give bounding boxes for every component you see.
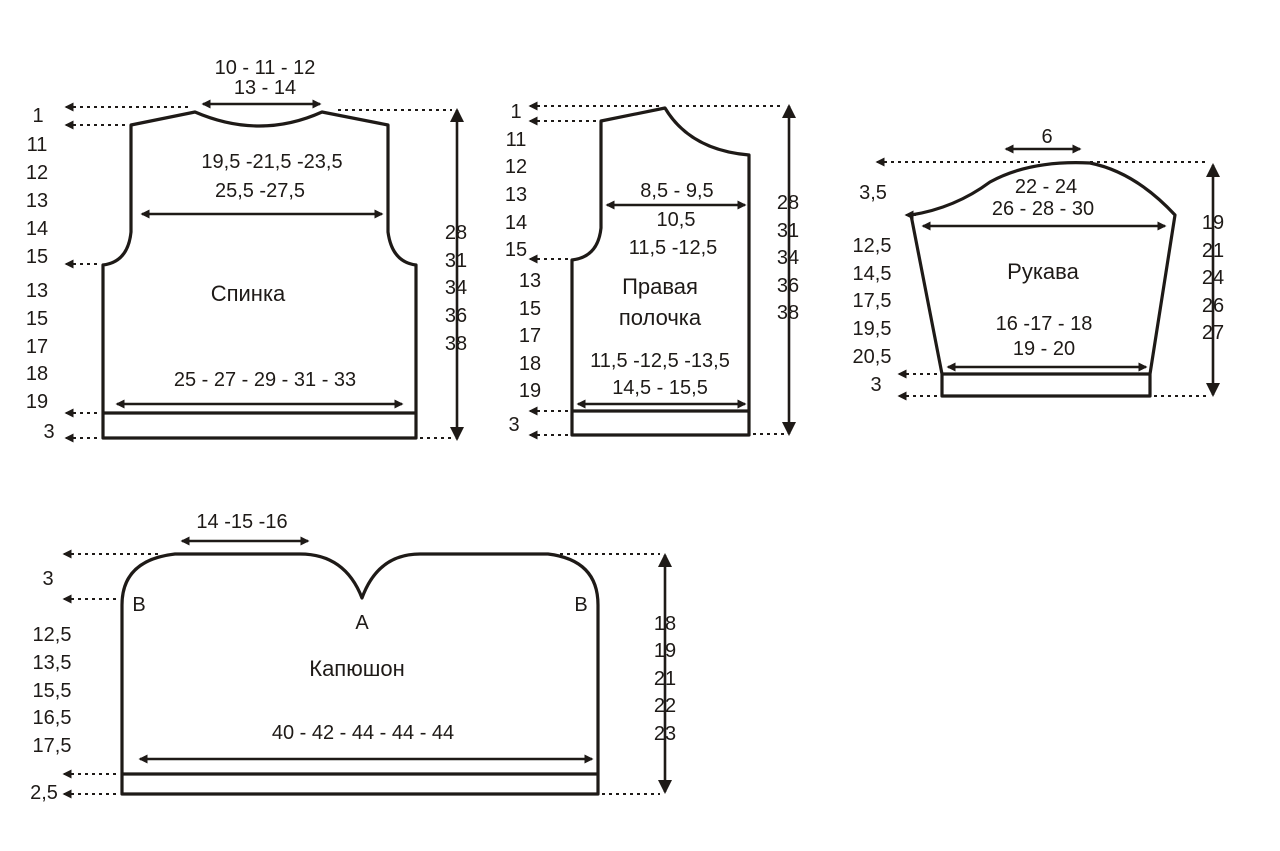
sleeve-lower-label-2: 19 - 20: [1013, 338, 1075, 360]
front-left-height-4: 13: [505, 184, 527, 206]
front-left-height-10: 18: [519, 353, 541, 375]
back-left-height-6: 15: [26, 246, 48, 268]
back-left-height-3: 12: [26, 162, 48, 184]
sleeve-top-label: 6: [1041, 126, 1052, 148]
hood-left-height-2: 12,5: [33, 624, 72, 646]
hood-left-height-1: 3: [42, 568, 53, 590]
hood-left-height-5: 16,5: [33, 707, 72, 729]
hood-outline: [120, 552, 600, 796]
back-total-height-3: 34: [445, 277, 467, 299]
sleeve-outline: [909, 161, 1177, 398]
sleeve-total-height-3: 24: [1202, 267, 1224, 289]
front-total-height-2: 31: [777, 220, 799, 242]
sleeve-left-height-7: 3: [870, 374, 881, 396]
hood-left-height-4: 15,5: [33, 680, 72, 702]
sleeve-left-height-4: 17,5: [853, 290, 892, 312]
hood-left-height-3: 13,5: [33, 652, 72, 674]
front-title-line-1: Правая: [622, 274, 698, 299]
hood-piece: 14 -15 -16 В А В Капюшон 40 - 42 - 44 - …: [30, 511, 676, 804]
front-piece: 8,5 - 9,5 10,5 11,5 -12,5 Правая полочка…: [505, 101, 799, 440]
sleeve-left-height-5: 19,5: [853, 318, 892, 340]
hood-total-height-1: 18: [654, 613, 676, 635]
front-left-height-7: 13: [519, 270, 541, 292]
sleeve-total-height-5: 27: [1202, 322, 1224, 344]
sleeve-left-height-6: 20,5: [853, 346, 892, 368]
hood-total-height-5: 23: [654, 723, 676, 745]
back-left-height-10: 18: [26, 363, 48, 385]
back-bottom-label: 25 - 27 - 29 - 31 - 33: [174, 369, 356, 391]
sleeve-left-height-1: 3,5: [859, 182, 887, 204]
hood-point-b-right: В: [574, 594, 587, 616]
sleeve-left-height-3: 14,5: [853, 263, 892, 285]
hood-total-height-4: 22: [654, 695, 676, 717]
sleeve-left-height-2: 12,5: [853, 235, 892, 257]
front-left-height-11: 19: [519, 380, 541, 402]
sleeve-upper-label-2: 26 - 28 - 30: [992, 198, 1094, 220]
front-total-height-5: 38: [777, 302, 799, 324]
back-total-height-1: 28: [445, 222, 467, 244]
front-chest-label-2: 10,5: [657, 209, 696, 231]
hood-total-height-3: 21: [654, 668, 676, 690]
front-left-height-3: 12: [505, 156, 527, 178]
back-left-height-5: 14: [26, 218, 48, 240]
front-total-height-1: 28: [777, 192, 799, 214]
back-left-height-9: 17: [26, 336, 48, 358]
sleeve-total-height-4: 26: [1202, 295, 1224, 317]
back-left-height-2: 11: [27, 134, 48, 156]
front-left-height-12: 3: [508, 414, 519, 436]
front-bottom-label-1: 11,5 -12,5 -13,5: [590, 350, 730, 372]
back-left-height-1: 1: [32, 105, 43, 127]
back-chest-label-2: 25,5 -27,5: [215, 180, 305, 202]
back-total-height-4: 36: [445, 305, 467, 327]
front-chest-label-1: 8,5 - 9,5: [640, 180, 713, 202]
back-left-height-12: 3: [43, 421, 54, 443]
back-left-height-8: 15: [26, 308, 48, 330]
back-chest-label-1: 19,5 -21,5 -23,5: [201, 151, 342, 173]
back-neck-label-1: 10 - 11 - 12: [215, 57, 316, 79]
hood-title: Капюшон: [309, 656, 405, 681]
front-left-height-2: 11: [506, 129, 527, 151]
front-left-height-6: 15: [505, 239, 527, 261]
front-left-height-9: 17: [519, 325, 541, 347]
back-left-height-7: 13: [26, 280, 48, 302]
front-chest-label-3: 11,5 -12,5: [629, 237, 718, 259]
sleeve-total-height-1: 19: [1202, 212, 1224, 234]
sleeve-total-height-2: 21: [1202, 240, 1224, 262]
back-neck-label-2: 13 - 14: [234, 77, 296, 99]
front-bottom-label-2: 14,5 - 15,5: [612, 377, 708, 399]
back-total-height-5: 38: [445, 333, 467, 355]
back-outline: [101, 110, 418, 440]
front-title-line-2: полочка: [619, 305, 702, 330]
hood-top-label: 14 -15 -16: [196, 511, 287, 533]
front-left-height-5: 14: [505, 212, 527, 234]
back-left-height-4: 13: [26, 190, 48, 212]
back-total-height-2: 31: [445, 250, 467, 272]
sleeve-piece: 6 22 - 24 26 - 28 - 30 Рукава 16 -17 - 1…: [853, 126, 1224, 401]
sleeve-lower-label-1: 16 -17 - 18: [996, 313, 1093, 335]
sleeve-title: Рукава: [1007, 259, 1079, 284]
back-title: Спинка: [211, 281, 286, 306]
front-outline: [570, 106, 751, 437]
front-left-height-8: 15: [519, 298, 541, 320]
back-left-height-11: 19: [26, 391, 48, 413]
hood-left-height-7: 2,5: [30, 782, 58, 804]
front-total-height-3: 34: [777, 247, 799, 269]
hood-total-height-2: 19: [654, 640, 676, 662]
front-total-height-4: 36: [777, 275, 799, 297]
back-piece: 10 - 11 - 12 13 - 14 19,5 -21,5 -23,5 25…: [26, 57, 467, 443]
hood-bottom-label: 40 - 42 - 44 - 44 - 44: [272, 722, 454, 744]
hood-left-height-6: 17,5: [33, 735, 72, 757]
sleeve-upper-label-1: 22 - 24: [1015, 176, 1077, 198]
hood-point-a: А: [355, 612, 369, 634]
hood-point-b-left: В: [132, 594, 145, 616]
front-left-height-1: 1: [510, 101, 521, 123]
